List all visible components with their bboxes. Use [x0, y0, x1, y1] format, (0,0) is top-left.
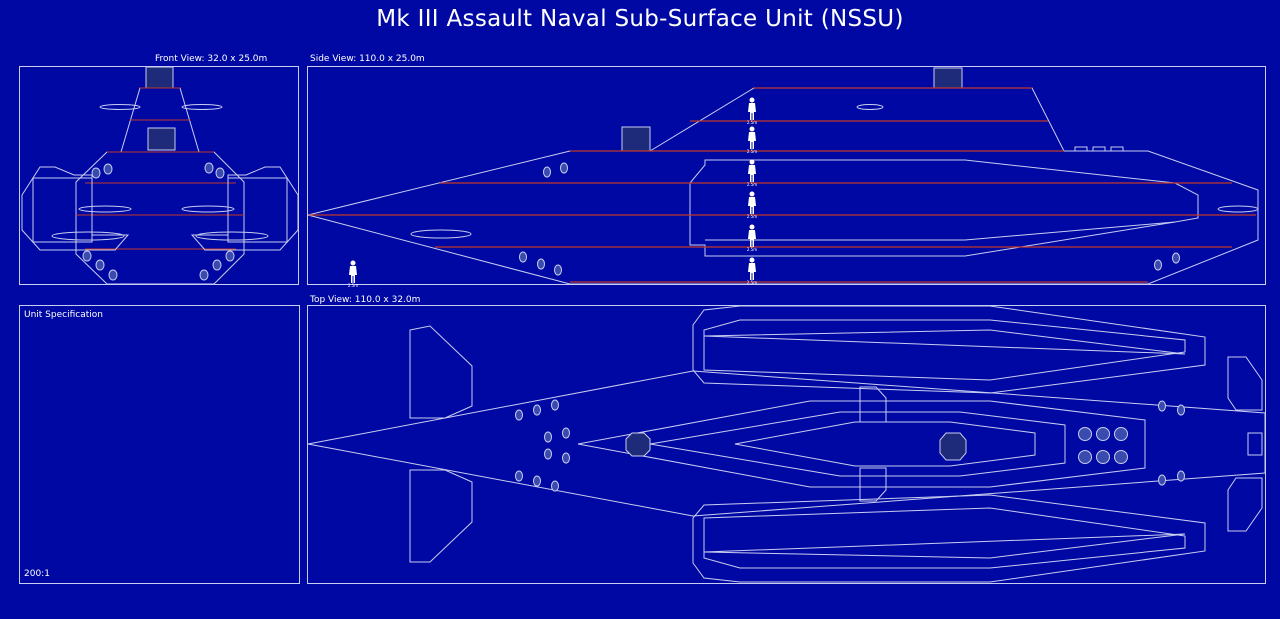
unit-specification-panel: Unit Specification 200:1 — [19, 305, 300, 584]
scale-figure-icon — [748, 97, 756, 120]
top-view-label: Top View: 110.0 x 32.0m — [310, 295, 421, 305]
front-view-label: Front View: 32.0 x 25.0m — [155, 54, 268, 64]
figure-height-label: 2.5m — [747, 214, 757, 219]
figure-height-label: 2.5m — [747, 120, 757, 125]
drawing-scale: 200:1 — [24, 569, 50, 579]
figure-height-label: 2.5m — [747, 182, 757, 187]
scale-figure-icon — [748, 191, 756, 214]
scale-figure-icon — [748, 224, 756, 247]
drawing-title: Mk III Assault Naval Sub-Surface Unit (N… — [376, 6, 904, 32]
scale-figure-icon — [349, 260, 357, 283]
figure-height-label: 2.5m — [348, 283, 358, 288]
figure-height-label: 2.5m — [747, 247, 757, 252]
scale-figure-icon — [748, 126, 756, 149]
figure-height-label: 2.5m — [747, 280, 757, 285]
side-view-label: Side View: 110.0 x 25.0m — [310, 54, 425, 64]
figure-height-label: 2.5m — [747, 149, 757, 154]
unit-specification-title: Unit Specification — [24, 310, 103, 320]
scale-figure-icon — [748, 159, 756, 182]
scale-figure-icon — [748, 257, 756, 280]
